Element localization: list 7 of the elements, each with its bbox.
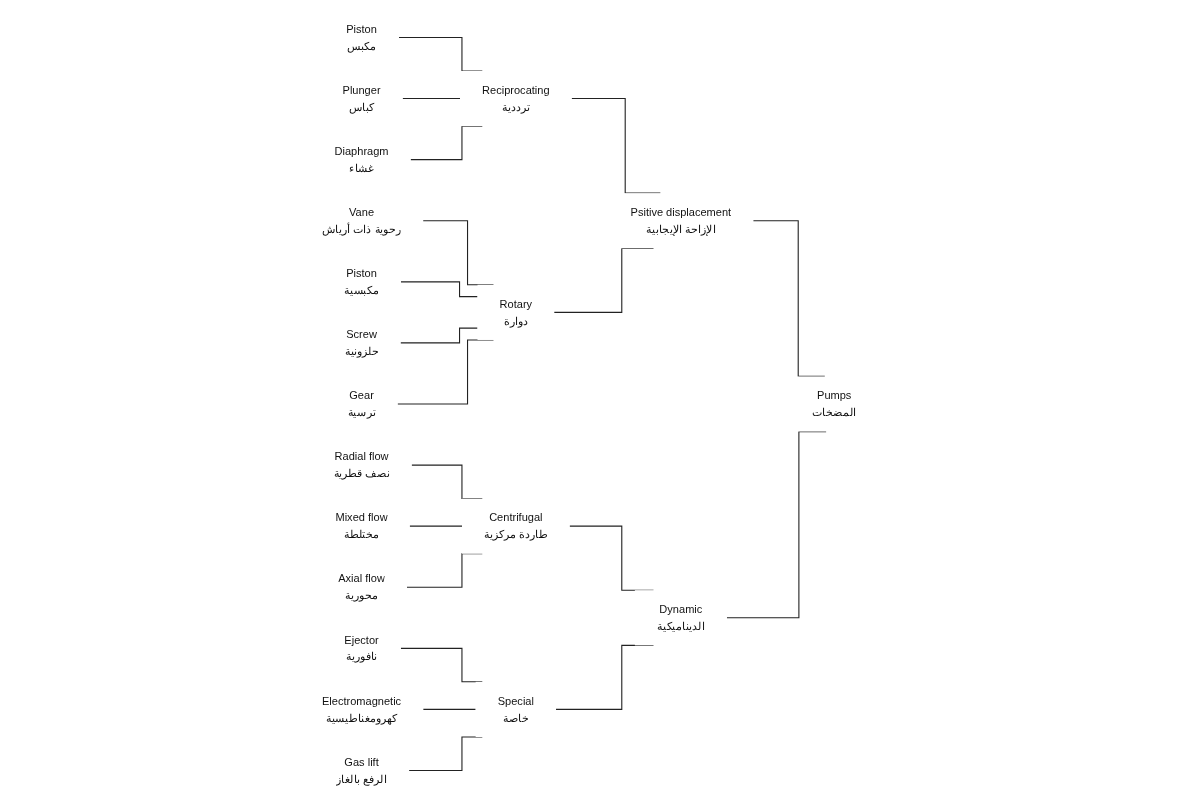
connector: [401, 98, 461, 100]
connector: [399, 327, 478, 344]
connector: [571, 98, 661, 194]
connector: [400, 281, 478, 298]
connector: [396, 339, 494, 405]
connector: [422, 708, 477, 710]
connector: [409, 525, 463, 527]
